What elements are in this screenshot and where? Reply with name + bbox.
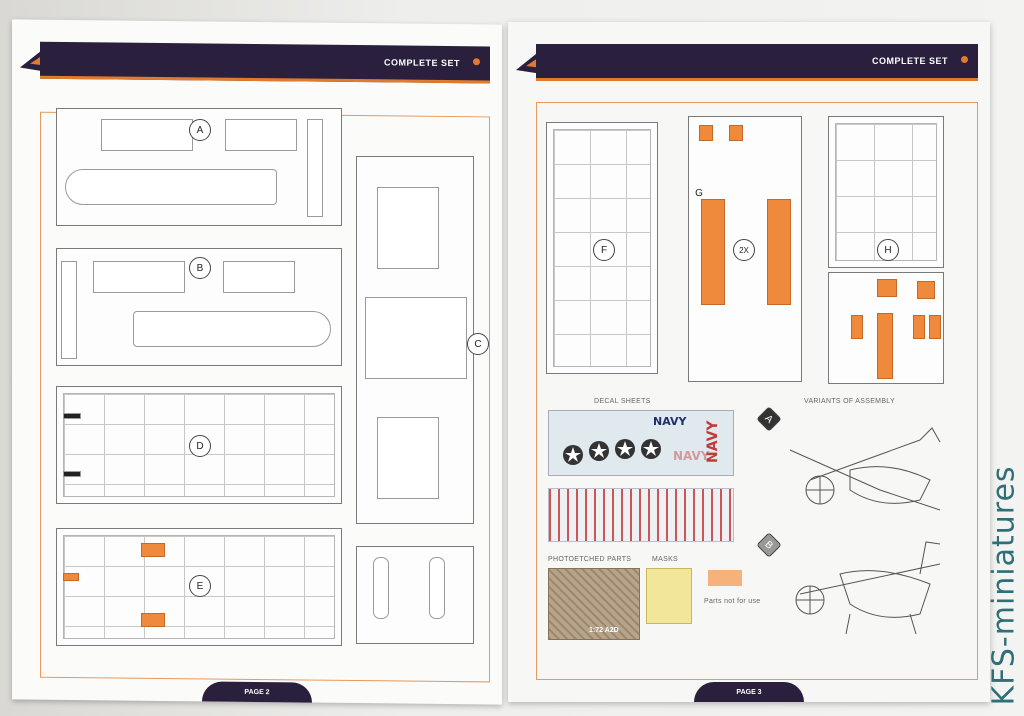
decal-insignia-group: [563, 439, 661, 465]
decal-navy-text: NAVY: [653, 415, 687, 428]
resin-part: [729, 125, 743, 141]
watermark: KFS-miniatures: [987, 465, 1022, 705]
part-fuselage-half: [65, 169, 277, 205]
part-tail: [61, 261, 77, 359]
resin-part-fuselage: [701, 199, 725, 305]
resin-part: [141, 613, 165, 627]
sprue-h-upper: H: [828, 116, 944, 268]
pe-label: PHOTOETCHED PARTS: [548, 556, 632, 563]
mask-sample: [708, 570, 742, 586]
sprue-d: D: [56, 386, 342, 504]
sprue-letter-badge: C: [467, 333, 489, 355]
header-bar: COMPLETE SET: [40, 41, 490, 84]
header-title: COMPLETE SET: [383, 57, 460, 69]
part-black-strip: [63, 413, 81, 419]
part-canopy: [373, 557, 389, 619]
resin-part: [877, 279, 897, 297]
part-canopy: [429, 557, 445, 619]
page-footer: PAGE 2: [202, 681, 312, 703]
part-wing-center: [365, 297, 467, 379]
aircraft-variant-a-drawing: [789, 427, 941, 511]
parts-not-for-use-note: Parts not for use: [704, 598, 761, 605]
part-wing-upper: [377, 187, 439, 269]
part-wing-panel: [225, 119, 297, 151]
resin-part: [63, 573, 79, 581]
sprue-letter-badge: A: [189, 119, 211, 141]
sprue-e: E: [56, 528, 342, 646]
sprue-letter-badge: D: [189, 435, 211, 457]
page-number: PAGE 2: [244, 688, 270, 696]
mask-sheet: [646, 568, 692, 624]
header-bar: COMPLETE SET: [536, 44, 978, 81]
sprue-letter-badge: F: [593, 239, 615, 261]
variants-label: VARIANTS OF ASSEMBLY: [804, 398, 895, 405]
part-fuselage-half: [133, 311, 331, 347]
part-wing-panel: [101, 119, 193, 151]
decal-navy-text: NAVY: [673, 449, 710, 463]
sprue-h-lower: [828, 272, 944, 384]
content-frame: [536, 102, 978, 680]
resin-part: [699, 125, 713, 141]
decal-sheets-label: DECAL SHEETS: [594, 398, 651, 405]
resin-part: [141, 543, 165, 557]
quantity-badge: 2X: [733, 239, 755, 261]
resin-part: [929, 315, 941, 339]
sprue-a: A: [56, 108, 342, 226]
sprue-letter-badge: B: [189, 257, 211, 279]
header-dot-icon: [961, 56, 968, 63]
part-tail: [307, 119, 323, 217]
header-title: COMPLETE SET: [871, 56, 948, 66]
sprue-b: B: [56, 248, 342, 366]
decal-sheet-stencils: [548, 488, 734, 542]
resin-part-fuselage: [767, 199, 791, 305]
sprue-letter-badge: H: [877, 239, 899, 261]
sprue-letter-badge: E: [189, 575, 211, 597]
page-number: PAGE 3: [736, 688, 762, 696]
resin-part: [913, 315, 925, 339]
page-footer: PAGE 3: [694, 682, 804, 702]
parts-grid: [835, 123, 937, 261]
resin-part: [851, 315, 863, 339]
header-dot-icon: [473, 58, 480, 66]
resin-part: [877, 313, 893, 379]
watermark-text: KFS-miniatures: [986, 464, 1022, 706]
part-black-strip: [63, 471, 81, 477]
pe-marking: 1:72 A2D: [589, 627, 619, 634]
part-wing-panel: [93, 261, 185, 293]
photoetched-fret: 1:72 A2D: [548, 568, 640, 640]
left-page: COMPLETE SET PAGE 2: [12, 19, 502, 705]
part-wing-panel: [223, 261, 295, 293]
decal-sheet-main: NAVY NAVY NAVY: [548, 410, 734, 476]
sprue-letter-badge: G: [695, 187, 703, 199]
masks-label: MASKS: [652, 556, 679, 563]
sprue-g: G 2X: [688, 116, 802, 382]
clear-parts-sprue: [356, 546, 474, 644]
part-wing-lower: [377, 417, 439, 499]
sprue-f: F: [546, 122, 658, 374]
aircraft-variant-b-drawing: [795, 541, 941, 635]
resin-part: [917, 281, 935, 299]
sprue-c: C: [356, 156, 489, 524]
